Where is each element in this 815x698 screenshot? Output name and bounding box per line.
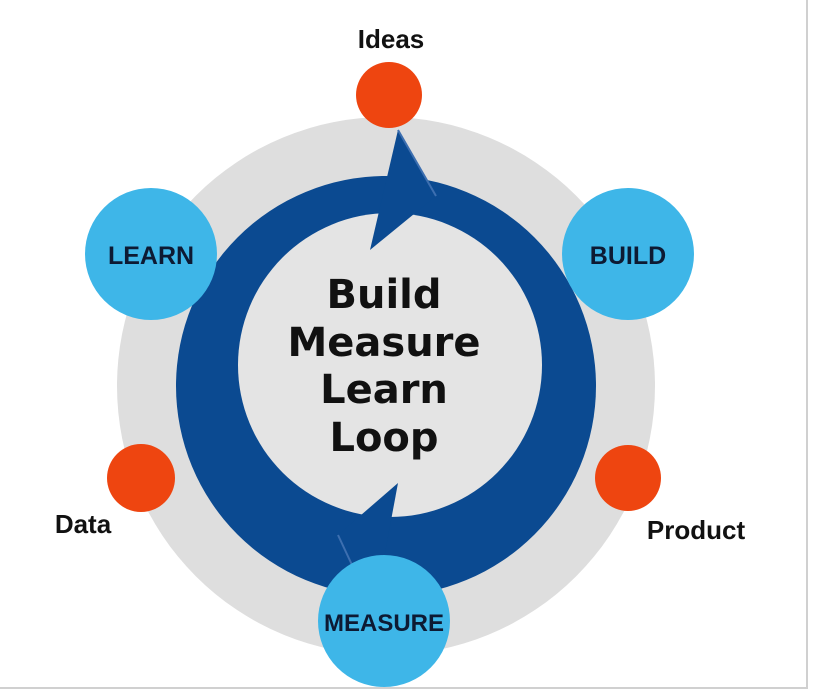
center-line-2: Measure — [287, 320, 480, 366]
build-node-label: BUILD — [590, 242, 666, 270]
learn-node-label: LEARN — [108, 242, 194, 270]
ideas-label: Ideas — [358, 24, 425, 54]
data-dot — [107, 444, 175, 512]
product-label: Product — [647, 515, 746, 545]
ideas-dot — [356, 62, 422, 128]
image-frame — [0, 0, 808, 689]
product-dot — [595, 445, 661, 511]
build-node: BUILD — [562, 188, 694, 320]
center-line-3: Learn — [320, 367, 448, 413]
center-line-1: Build — [326, 272, 441, 318]
top-arrowhead — [370, 129, 437, 250]
center-disc — [238, 213, 542, 517]
measure-node: MEASURE — [318, 555, 450, 687]
learn-node: LEARN — [85, 188, 217, 320]
center-line-4: Loop — [329, 415, 438, 461]
measure-node-label: MEASURE — [324, 610, 444, 637]
data-label: Data — [55, 509, 112, 539]
